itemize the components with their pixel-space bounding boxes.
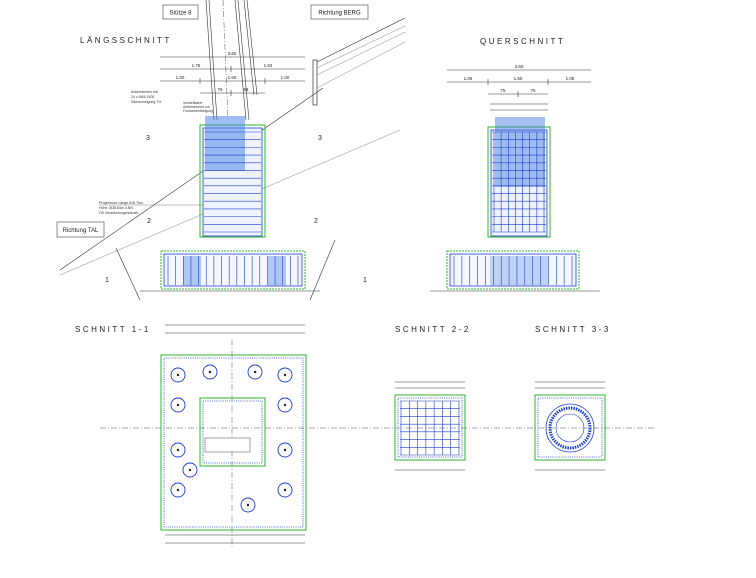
section-marker-3: 3 3 (146, 135, 322, 142)
anchor-bolt-icon (170, 482, 186, 498)
anchor-bolts (205, 116, 245, 171)
anchor-bolt-icon (170, 442, 186, 458)
direction-mountain-box: Richtung BERG (310, 4, 369, 20)
anchor-bolt-icon (170, 397, 186, 413)
anchor-bolt-icon (170, 367, 186, 383)
cross-section: 3.60 1.05 1.50 1.05 75 75 (430, 64, 600, 292)
title-section-1: SCHNITT 1-1 (75, 325, 151, 334)
svg-text:Fundamentneigung: Fundamentneigung (183, 109, 213, 113)
dim-inner-left: 76 (217, 87, 223, 92)
anchor-center-icon (208, 370, 212, 374)
anchor-center-icon (283, 403, 287, 407)
title-section-3: SCHNITT 3-3 (535, 325, 611, 334)
cross-dim-total: 3.60 (515, 64, 524, 69)
svg-text:Progressive Länge 815.76m: Progressive Länge 815.76m (99, 201, 143, 205)
anchor-bolt-icon (277, 397, 293, 413)
svg-text:Stützenneigung 7%: Stützenneigung 7% (131, 100, 161, 104)
slope-line (115, 247, 141, 301)
foundation-outline (160, 250, 306, 290)
anchor-center-icon (283, 373, 287, 377)
anchor-bolt-icon (277, 367, 293, 383)
svg-text:OK Verankerungsrahmen: OK Verankerungsrahmen (99, 211, 139, 215)
dim-right: 1.84 (264, 63, 273, 68)
slope-line (309, 239, 336, 301)
section-1-plan (100, 324, 340, 548)
title-section-2: SCHNITT 2-2 (395, 325, 471, 334)
column-tubes (205, 0, 258, 121)
anchor-bolt-icon (182, 462, 198, 478)
section-2-plan (394, 381, 466, 471)
anchor-center-icon (188, 468, 192, 472)
anchor-center-icon (246, 503, 250, 507)
support-label-box: Stütze 8 (162, 4, 199, 20)
svg-text:3: 3 (146, 135, 150, 142)
cross-dim-left: 1.05 (464, 76, 473, 81)
dim-total: 3.60 (228, 51, 237, 56)
mountain-beam (312, 17, 406, 106)
svg-text:2: 2 (147, 218, 151, 225)
anchor-bolt-icon (277, 442, 293, 458)
svg-text:Ankerrahmen zur: Ankerrahmen zur (183, 105, 211, 109)
anchor-center-icon (176, 448, 180, 452)
dim-left: 1.76 (192, 63, 201, 68)
dimension-lines: 3.60 1.76 1.84 1.00 1.60 1.00 76 84 (160, 51, 305, 96)
title-longitudinal-section: LÄNGSSCHNITT (80, 36, 172, 45)
dim-outer-right: 1.00 (281, 75, 290, 80)
svg-text:1: 1 (363, 277, 367, 284)
dim-middle: 1.60 (228, 75, 237, 80)
svg-text:Höhe 1535.84m ü.NN: Höhe 1535.84m ü.NN (99, 206, 133, 210)
anchor-bolt-icon (240, 497, 256, 513)
foundation-reinforcement (163, 253, 303, 287)
dim-outer-left: 1.00 (176, 75, 185, 80)
svg-text:Ankerrahmen mit: Ankerrahmen mit (131, 90, 158, 94)
dim-inner-right: 84 (243, 87, 249, 92)
anchor-bolt-icon (277, 482, 293, 498)
direction-valley-label: Richtung TAL (63, 228, 99, 234)
anchor-bolt-icon (247, 364, 263, 380)
direction-mountain-label: Richtung BERG (318, 11, 361, 17)
longitudinal-section: 3.60 1.76 1.84 1.00 1.60 1.00 76 84 Anke… (59, 0, 406, 301)
svg-text:3: 3 (318, 135, 322, 142)
support-label: Stütze 8 (169, 11, 192, 17)
svg-text:Verstellbarer: Verstellbarer (183, 101, 203, 105)
frame-note: Verstellbarer Ankerrahmen zur Fundamentn… (183, 101, 213, 113)
anchor-center-icon (176, 373, 180, 377)
anchor-bolt-icon (202, 364, 218, 380)
anchor-center-icon (176, 403, 180, 407)
cross-dim-inner-right: 75 (530, 88, 536, 93)
cross-dim-inner-left: 75 (500, 88, 506, 93)
cross-dimension-lines: 3.60 1.05 1.50 1.05 75 75 (447, 64, 591, 97)
svg-text:24 x M45-1500: 24 x M45-1500 (131, 95, 154, 99)
title-cross-section: QUERSCHNITT (480, 37, 565, 46)
cross-dim-right: 1.05 (566, 76, 575, 81)
section-marker-2: 2 2 (147, 218, 318, 225)
section-3-plan (534, 381, 606, 471)
svg-text:1: 1 (105, 277, 109, 284)
anchor-center-icon (176, 488, 180, 492)
section-marker-1: 1 1 (105, 277, 367, 284)
cross-dim-middle: 1.50 (514, 76, 523, 81)
anchor-center-icon (253, 370, 257, 374)
anchor-center-icon (283, 488, 287, 492)
anchor-note: Ankerrahmen mit 24 x M45-1500 Stützennei… (131, 90, 161, 104)
svg-text:2: 2 (314, 218, 318, 225)
anchor-center-icon (283, 448, 287, 452)
terrain-line (59, 87, 324, 271)
direction-valley-box: Richtung TAL (56, 221, 105, 238)
